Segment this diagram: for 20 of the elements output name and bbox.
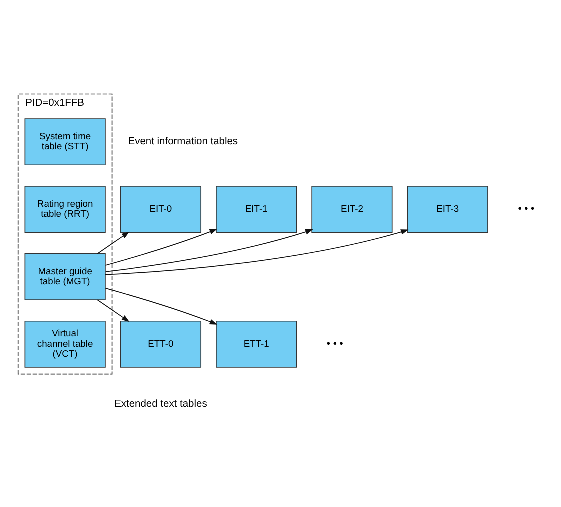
label: • • • <box>518 204 535 216</box>
label: Extended text tables <box>114 398 208 410</box>
node-box: EIT-2 <box>312 186 393 233</box>
node-box: Virtual channel table (VCT) <box>24 320 106 368</box>
arrow <box>105 230 409 276</box>
node-box: Rating region table (RRT) <box>24 186 106 233</box>
arrow <box>97 300 130 322</box>
node-box: Master guide table (MGT) <box>24 254 106 300</box>
node-box: EIT-1 <box>216 186 298 233</box>
node-box: ETT-0 <box>120 320 202 368</box>
arrow <box>105 229 314 272</box>
label: • • • <box>326 339 344 350</box>
arrow <box>97 232 130 254</box>
node-box: EIT-3 <box>407 186 488 233</box>
node-box: System time table (STT) <box>24 118 106 166</box>
label: Event information tables <box>128 136 238 148</box>
node-box: EIT-0 <box>120 186 202 233</box>
arrow <box>105 229 218 266</box>
arrow <box>105 288 218 325</box>
node-box: ETT-1 <box>216 320 298 368</box>
